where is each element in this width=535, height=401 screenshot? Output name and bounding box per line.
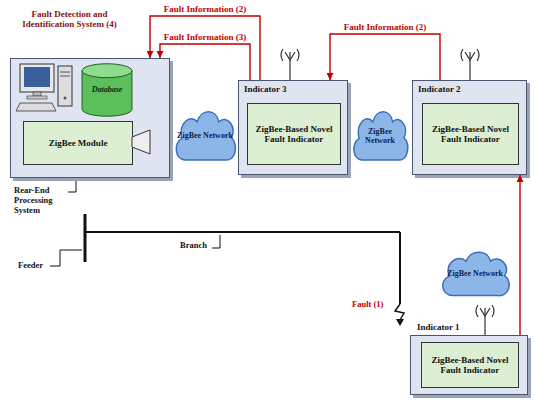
part-label: Branch	[180, 241, 207, 251]
network-cloud: ZigBee Network	[172, 105, 238, 167]
leader-line	[212, 235, 220, 248]
indicator-panel: ZigBee-Based Novel Fault IndicatorIndica…	[410, 335, 528, 395]
box-heading: Indicator 2	[418, 84, 461, 94]
indicator-panel: ZigBee-Based Novel Fault Indicator Indica…	[412, 80, 527, 175]
box-text: ZigBee-Based Novel Fault Indicator	[426, 124, 515, 145]
edge-label: Fault Information (2)	[342, 22, 429, 32]
cloud-shape	[443, 252, 509, 296]
feeder-line	[85, 231, 400, 233]
box-heading: Indicator 3	[244, 84, 287, 94]
antenna-symbol	[461, 49, 479, 80]
fault-information-arrow	[330, 34, 440, 80]
indicator-panel: ZigBee-Based Novel Fault Indicator Indica…	[238, 80, 348, 175]
fault-symbol	[395, 304, 404, 320]
leader-line	[50, 250, 82, 266]
cloud-shape	[354, 112, 408, 160]
box-text: ZigBee Module	[49, 138, 108, 148]
cloud-shape	[176, 112, 235, 160]
fault-indicator-box: ZigBee-Based Novel Fault Indicator	[421, 342, 519, 388]
fault-label: Fault (1)	[352, 300, 383, 310]
fault-information-arrow	[150, 16, 260, 80]
bus-bar	[84, 214, 87, 262]
network-cloud: ZigBee Network	[438, 246, 512, 302]
antenna-symbol	[281, 49, 299, 80]
box-text: ZigBee Network	[177, 131, 233, 140]
fault-indicator-box: ZigBee-Based Novel Fault Indicator	[247, 103, 341, 165]
box-text: ZigBee-Based Novel Fault Indicator	[425, 355, 515, 376]
fault-arrowhead	[396, 319, 404, 326]
module-antenna	[132, 130, 150, 154]
box-text: Database	[92, 85, 123, 94]
box-heading: Fault Detection and Identification Syste…	[7, 9, 132, 30]
leader-line	[68, 181, 76, 192]
fault-information-arrow	[519, 175, 520, 335]
branch-line	[399, 232, 401, 304]
database-cylinder: Database	[81, 63, 133, 117]
box-text: ZigBee Network	[354, 127, 406, 145]
box-heading: Indicator 1	[417, 322, 460, 332]
box-text: ZigBee Network	[447, 269, 503, 278]
cylinder-top	[82, 64, 132, 78]
computer-icon	[16, 64, 72, 111]
fault-indicator-box: ZigBee-Based Novel Fault Indicator	[422, 103, 519, 165]
box-text: ZigBee-Based Novel Fault Indicator	[251, 124, 337, 145]
part-label: Rear-End Processing System	[14, 186, 70, 215]
part-label: Feeder	[18, 261, 43, 271]
edge-label: Fault Information (2)	[162, 4, 249, 14]
antenna-symbol	[476, 305, 494, 335]
zigbee-module-box: ZigBee Module	[23, 121, 133, 165]
fault-information-arrow	[160, 44, 250, 80]
network-cloud: ZigBee Network	[350, 105, 410, 167]
edge-label: Fault Information (3)	[162, 32, 249, 42]
